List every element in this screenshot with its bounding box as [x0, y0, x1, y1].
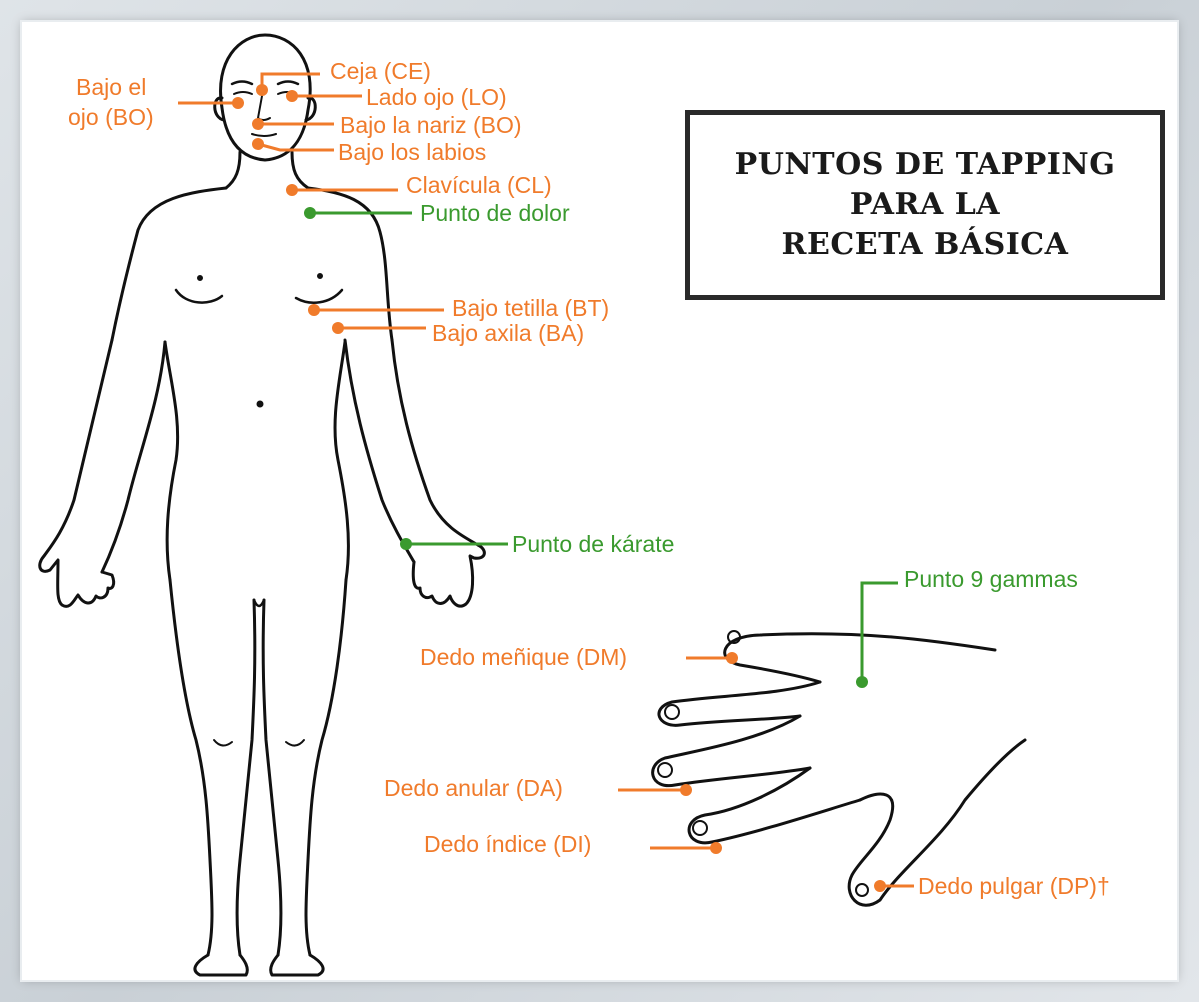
right-hand: [413, 545, 484, 606]
title-line-1: PUNTOS DE TAPPING: [735, 145, 1116, 185]
left-waist: [165, 342, 178, 580]
point-bajo-nariz: [252, 118, 264, 130]
left-leg-outer: [170, 580, 212, 955]
nose: [258, 96, 270, 120]
point-bajo-tetilla: [308, 304, 320, 316]
label-punto-karate: Punto de kárate: [512, 531, 674, 557]
title-box: PUNTOS DE TAPPING PARA LA RECETA BÁSICA: [685, 110, 1165, 300]
title-line-2: PARA LA: [850, 185, 1000, 225]
right-pec: [296, 290, 342, 303]
label-bajo-labios: Bajo los labios: [338, 139, 486, 165]
label-ceja: Ceja (CE): [330, 58, 431, 84]
left-arm-outer: [44, 340, 112, 556]
label-bajo-axila: Bajo axila (BA): [432, 320, 584, 346]
point-dedo-pulgar: [874, 880, 886, 892]
label-lado-ojo: Lado ojo (LO): [366, 84, 507, 110]
left-hand: [40, 556, 114, 606]
label-clavicula: Clavícula (CL): [406, 172, 552, 198]
neck-left: [226, 152, 240, 188]
label-dedo-indice: Dedo índice (DI): [424, 831, 591, 857]
left-foot: [195, 955, 247, 975]
right-leg-outer: [306, 580, 346, 955]
right-brow: [278, 82, 298, 85]
hand-illustration: [653, 631, 1025, 905]
right-knee: [286, 740, 304, 746]
point-karate: [400, 538, 412, 550]
right-arm-outer: [392, 340, 478, 545]
point-dedo-indice: [710, 842, 722, 854]
left-knee: [214, 740, 232, 746]
navel: [257, 401, 263, 407]
label-punto-dolor: Punto de dolor: [420, 200, 570, 226]
point-dolor: [304, 207, 316, 219]
label-dedo-menique: Dedo meñique (DM): [420, 644, 627, 670]
pinky-finger: [725, 634, 995, 682]
label-dedo-pulgar: Dedo pulgar (DP)†: [918, 873, 1110, 899]
left-brow: [232, 82, 252, 85]
point-dedo-anular: [680, 784, 692, 796]
right-nipple: [318, 274, 323, 279]
label-bajo-nariz: Bajo la nariz (BO): [340, 112, 522, 138]
left-shoulder: [112, 188, 226, 340]
neck-right: [292, 152, 308, 188]
right-shoulder: [308, 188, 392, 340]
left-nipple: [198, 276, 203, 281]
label-punto-9-gammas: Punto 9 gammas: [904, 566, 1078, 592]
right-waist: [335, 342, 348, 580]
point-9-gammas: [856, 676, 868, 688]
mouth: [252, 134, 276, 136]
point-lado-ojo: [286, 90, 298, 102]
point-ceja: [256, 84, 268, 96]
point-dedo-menique: [726, 652, 738, 664]
point-bajo-labios: [252, 138, 264, 150]
point-clavicula: [286, 184, 298, 196]
title-line-3: RECETA BÁSICA: [782, 225, 1069, 265]
right-leg-inner: [263, 600, 281, 955]
label-bajo-ojo-line2: ojo (BO): [68, 104, 154, 130]
point-bajo-axila: [332, 322, 344, 334]
right-arm-inner: [345, 340, 414, 562]
left-arm-inner: [102, 342, 165, 572]
label-bajo-ojo-line1: Bajo el: [76, 74, 146, 100]
crotch: [254, 600, 264, 606]
point-bajo-ojo: [232, 97, 244, 109]
right-foot: [271, 955, 323, 975]
left-pec: [176, 290, 222, 303]
label-bajo-tetilla: Bajo tetilla (BT): [452, 295, 609, 321]
left-leg-inner: [237, 600, 255, 955]
left-eye: [234, 92, 252, 94]
label-dedo-anular: Dedo anular (DA): [384, 775, 563, 801]
